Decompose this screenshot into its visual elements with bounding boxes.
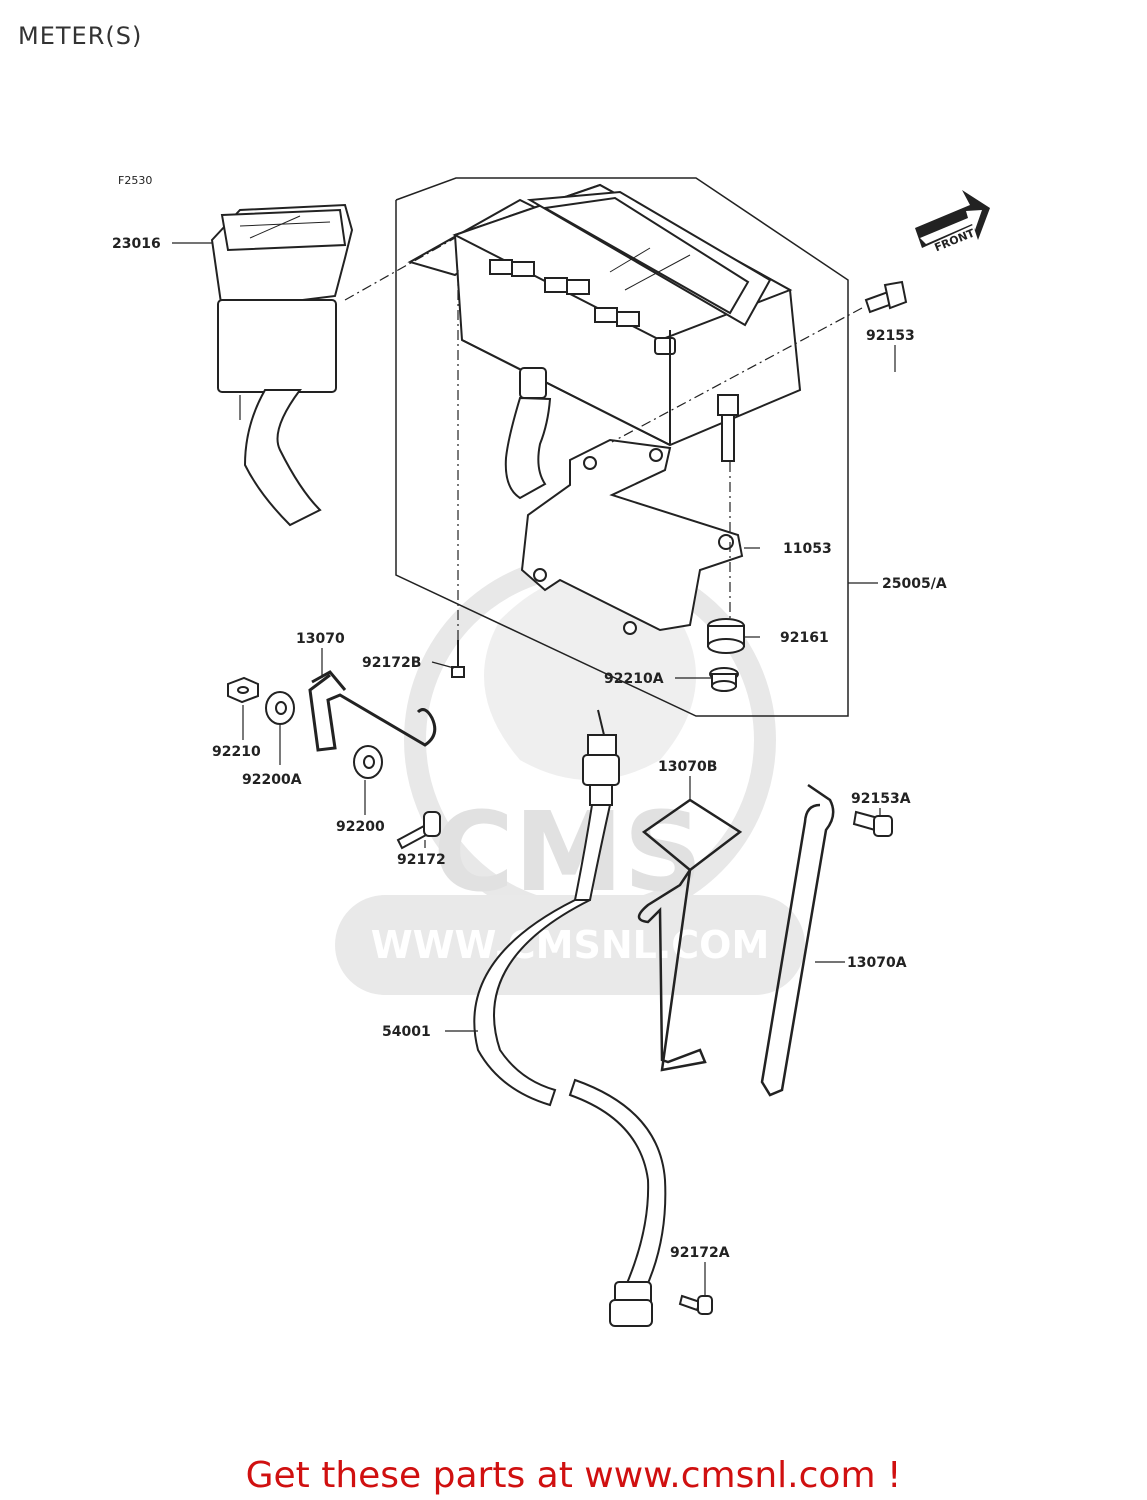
watermark-url: WWW.CMSNL.COM: [371, 923, 770, 967]
label-13070a: 13070A: [847, 955, 907, 971]
label-92172: 92172: [397, 852, 446, 868]
screw-92172a: [678, 1294, 713, 1315]
label-92153: 92153: [866, 328, 915, 344]
clamp-13070b: [637, 798, 743, 1072]
label-92200: 92200: [336, 819, 385, 835]
label-23016: 23016: [112, 236, 161, 252]
label-13070: 13070: [296, 631, 345, 647]
figure-code: F2530: [118, 174, 152, 187]
clamp-13070: [308, 670, 437, 752]
label-13070b: 13070B: [658, 759, 717, 775]
page-title: METER(S): [18, 22, 143, 50]
label-11053: 11053: [783, 541, 832, 557]
label-25005a: 25005/A: [882, 576, 947, 592]
label-54001: 54001: [382, 1024, 431, 1040]
label-92210: 92210: [212, 744, 261, 760]
label-92161: 92161: [780, 630, 829, 646]
watermark: CMS WWW.CMSNL.COM: [335, 554, 805, 995]
clamp-13070a: [760, 783, 835, 1097]
label-92200a: 92200A: [242, 772, 302, 788]
label-92172b: 92172B: [362, 655, 421, 671]
screw-92172b: [451, 640, 465, 678]
label-92210a: 92210A: [604, 671, 664, 687]
meter-body: [407, 183, 802, 500]
mounting-bracket-11053: [520, 438, 744, 635]
promo-link[interactable]: Get these parts at www.cmsnl.com !: [245, 1455, 902, 1496]
part-labels: 23016 92153 11053 25005/A 92161 92210A 9…: [112, 236, 947, 1261]
washer-92200: [353, 745, 383, 779]
watermark-logo: CMS: [433, 788, 702, 916]
nut-92210a: [709, 667, 739, 692]
bolt-92153: [864, 280, 908, 314]
nut-92210: [227, 676, 259, 704]
leader-lines: [172, 237, 896, 1296]
assembly-outline: [395, 177, 849, 717]
label-92153a: 92153A: [851, 791, 911, 807]
speedometer-cable-54001: [473, 709, 667, 1327]
label-92172a: 92172A: [670, 1245, 730, 1261]
meter-unit-23016: [210, 203, 354, 527]
bolt-92153a: [852, 810, 893, 837]
washer-92200a: [265, 691, 295, 725]
screw-92172: [396, 811, 441, 850]
grommet-92161: [707, 618, 745, 654]
front-arrow-icon: FRONT: [915, 190, 990, 254]
